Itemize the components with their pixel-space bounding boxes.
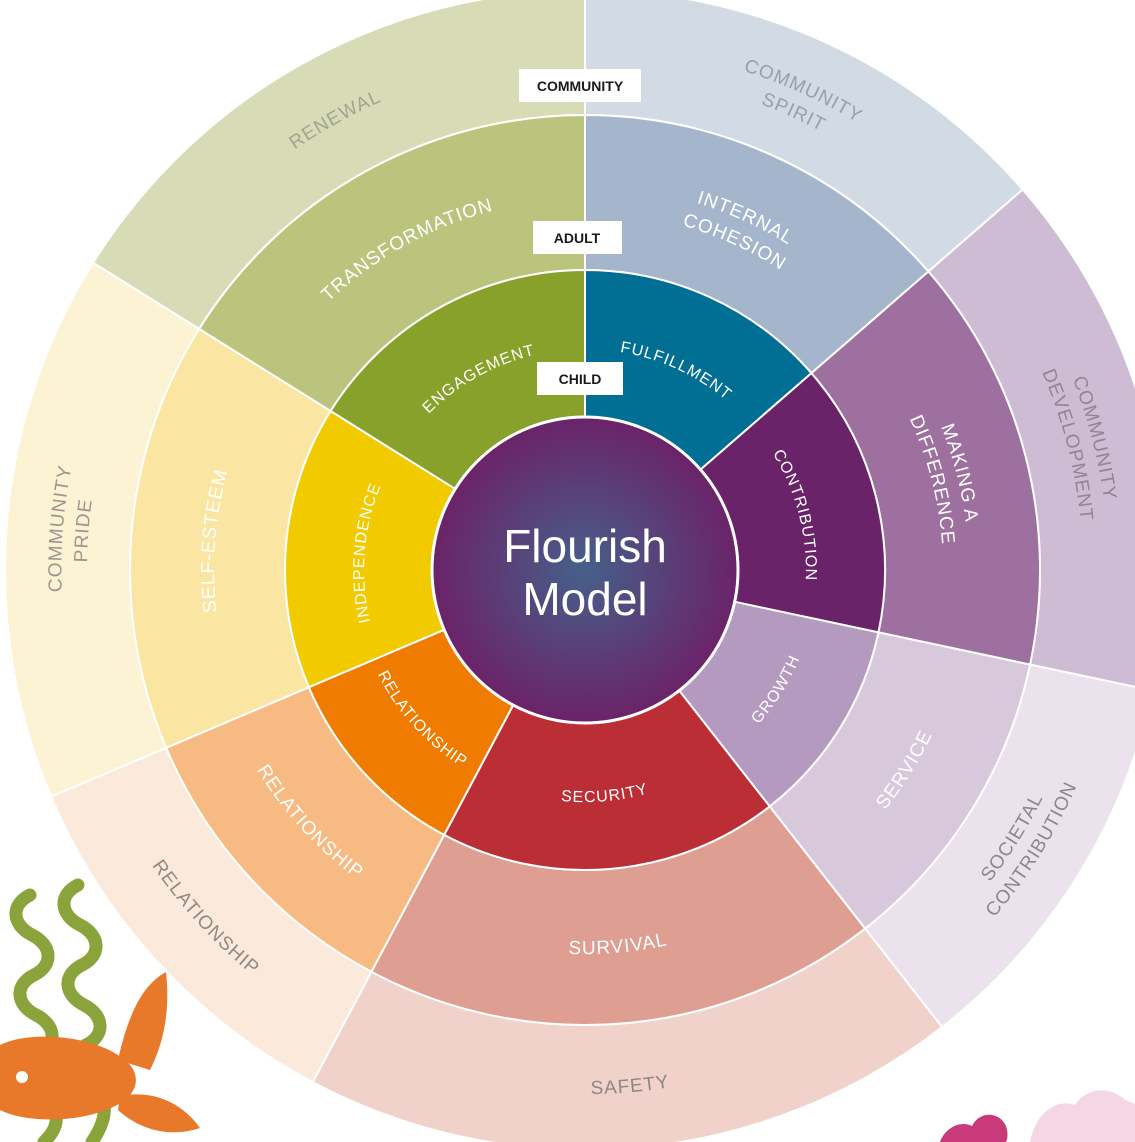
level-tag-adult: ADULT [533, 221, 622, 254]
center-title-line2: Model [522, 573, 647, 625]
level-tag-adult-text: ADULT [554, 230, 601, 246]
center-disc: Flourish Model [430, 415, 740, 725]
level-tag-community-text: COMMUNITY [537, 78, 624, 94]
level-tag-child: CHILD [537, 362, 623, 395]
level-tag-community: COMMUNITY [519, 69, 641, 102]
level-tag-child-text: CHILD [559, 371, 602, 387]
fish-icon [0, 972, 200, 1133]
center-title-line1: Flourish [503, 520, 667, 572]
decorations [0, 878, 1135, 1142]
community-segment-community-pride-label-line: PRIDE [71, 498, 97, 563]
wheel-segments [4, 0, 1135, 1142]
flower-icon [940, 1090, 1135, 1142]
